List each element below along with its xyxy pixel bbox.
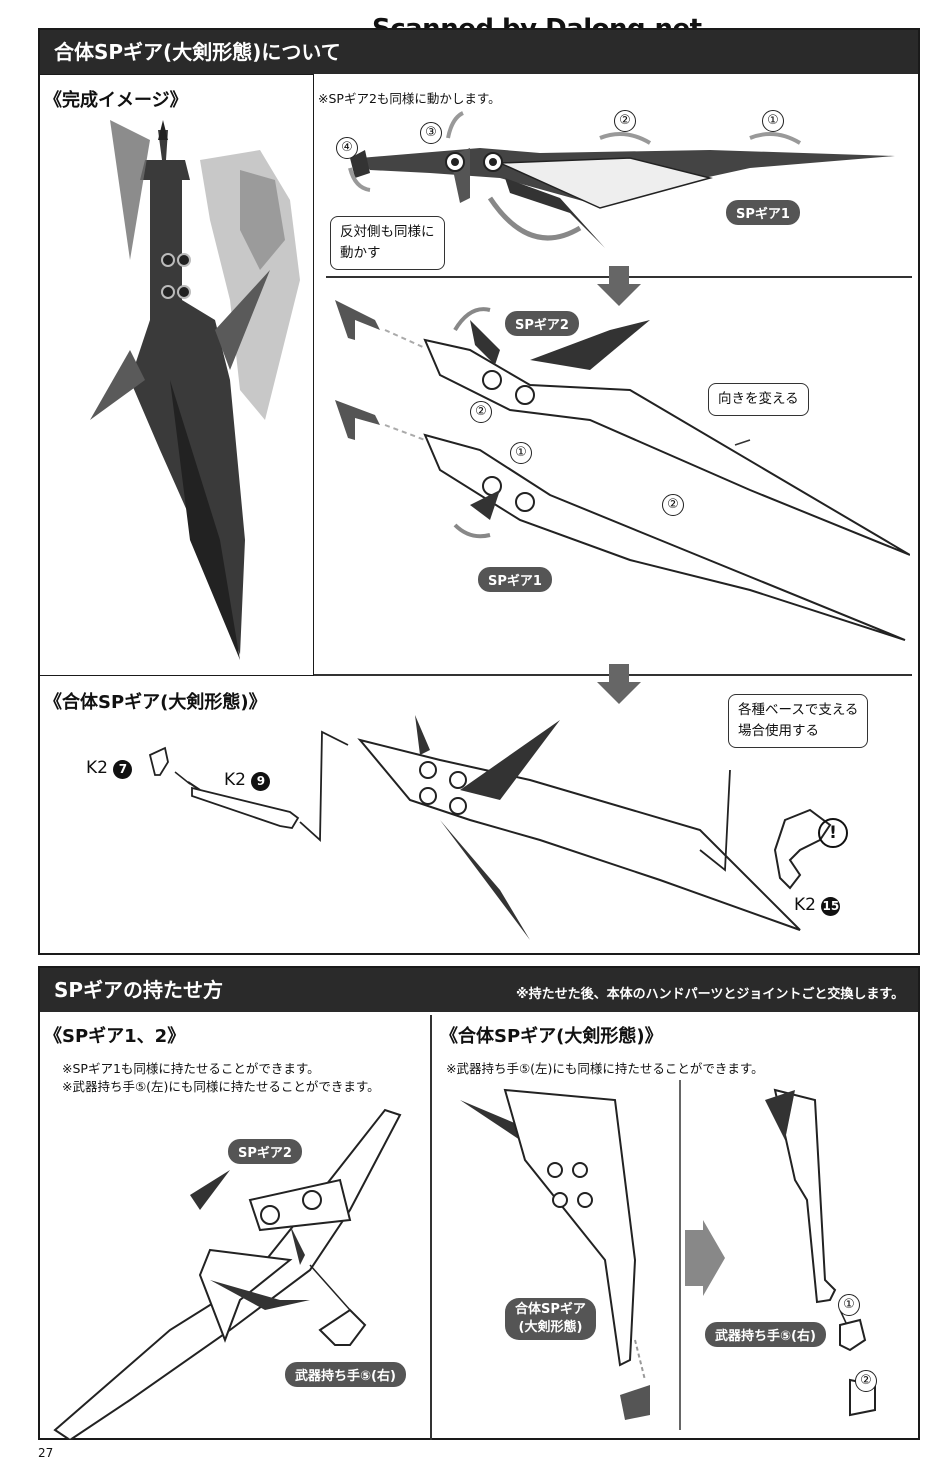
part-k2-7-code: K2 [86,758,108,778]
step-mid-1-marker: ① [510,442,532,464]
sp-gear-12-note2: ※武器持ち手⑤(左)にも同様に持たせることができます。 [62,1079,380,1094]
section-holding-title: SPギアの持たせ方 [54,978,224,1002]
step-right-1-marker: ① [838,1294,860,1316]
balloon-base-line2: 場合使用する [738,722,819,739]
balloon-base-support: 各種ベースで支える 場合使用する [728,694,869,748]
sp-gear-12-note1: ※SPギア1も同様に持たせることができます。 [62,1061,320,1076]
label-sp-gear2: SPギア2 [505,311,579,336]
caution-icon-mark: ! [829,823,837,843]
step-right-2-marker: ② [855,1370,877,1392]
combined-sp-gear-title: 《合体SPギア(大剣形態)》 [44,692,267,713]
complete-image-title: 《完成イメージ》 [44,90,188,111]
complete-image-panel [38,74,314,676]
section-holding-header: SPギアの持たせ方 [40,968,918,1012]
label-weapon-hand-right-left: 武器持ち手⑤(右) [285,1362,406,1387]
part-k2-9-code: K2 [224,770,246,790]
down-arrow-2-icon [597,664,641,704]
caution-icon: ! [818,818,848,848]
part-k2-15-num: 15 [821,897,841,916]
label-combined-sp-gear-line1: 合体SPギア [515,1302,586,1317]
step-3-marker: ③ [420,122,442,144]
balloon-opposite-line2: 動かす [340,244,381,261]
sp-gear-12-title: 《SPギア1、2》 [44,1026,186,1047]
part-k2-7-num: 7 [113,760,133,779]
section-holding-frame [38,966,920,1440]
part-k2-9: K2 9 [224,770,271,791]
note-sp-gear2-same: ※SPギア2も同様に動かします。 [318,91,501,106]
page-number: 27 [38,1446,54,1460]
step-mid-2b-marker: ② [662,494,684,516]
section-assembly-frame [38,28,920,955]
divider-vertical-holding [430,1015,432,1440]
sp-gear-combine-diagram [335,300,910,641]
sp-gear-rotation-diagram [348,111,895,248]
combined-hold-diagram [460,1080,876,1430]
combined-hold-note: ※武器持ち手⑤(左)にも同様に持たせることができます。 [446,1061,764,1076]
down-arrow-1-icon [597,266,641,306]
combined-assembly-diagram [148,715,832,940]
balloon-turn-direction: 向きを変える [708,383,809,416]
holding-swap-note: ※持たせた後、本体のハンドパーツとジョイントごと交換します。 [516,987,905,1002]
section-assembly-title: 合体SPギア(大剣形態)について [54,40,341,64]
balloon-base-line1: 各種ベースで支える [738,702,859,718]
part-k2-15: K2 15 [794,895,841,916]
section-assembly-header: 合体SPギア(大剣形態)について [40,30,918,74]
label-combined-sp-gear-line2: (大剣形態) [518,1320,583,1336]
complete-image-illustration [90,120,300,660]
label-weapon-hand-right-right: 武器持ち手⑤(右) [705,1322,826,1347]
label-sp-gear2-hold: SPギア2 [228,1139,302,1164]
combined-hold-title: 《合体SPギア(大剣形態)》 [440,1026,663,1047]
part-k2-7: K2 7 [86,758,133,779]
sp-gear2-hold-diagram [53,1108,402,1440]
step-1-marker: ① [762,110,784,132]
balloon-opposite-line1: 反対側も同様に [340,224,435,240]
part-k2-15-code: K2 [794,895,816,915]
step-4-marker: ④ [336,137,358,159]
label-sp-gear1-top: SPギア1 [726,200,800,225]
label-sp-gear1-mid: SPギア1 [478,567,552,592]
part-k2-9-num: 9 [251,772,271,791]
label-combined-sp-gear: 合体SPギア (大剣形態) [505,1298,596,1341]
step-mid-2a-marker: ② [470,401,492,423]
balloon-opposite-side: 反対側も同様に 動かす [330,216,445,270]
step-2-marker: ② [614,110,636,132]
